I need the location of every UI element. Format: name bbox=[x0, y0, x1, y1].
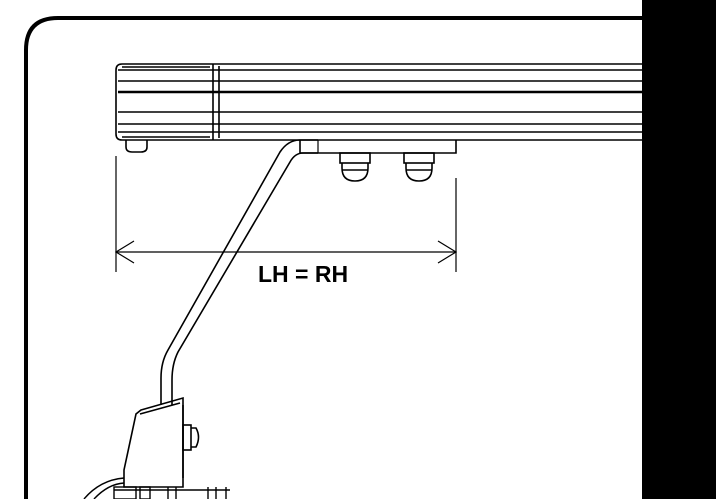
bolt-right bbox=[403, 152, 435, 182]
arrow-right bbox=[437, 240, 458, 264]
dimension-markings bbox=[114, 156, 458, 272]
support-arm bbox=[160, 139, 318, 405]
rail-profile bbox=[115, 63, 642, 141]
rail-end-foot bbox=[125, 140, 148, 153]
cable-clamp bbox=[83, 477, 230, 499]
arrow-left bbox=[114, 240, 135, 264]
bolt-left bbox=[339, 152, 371, 182]
mounting-plate bbox=[299, 140, 457, 154]
dimension-label: LH = RH bbox=[258, 261, 348, 287]
arm-bracket bbox=[123, 396, 200, 488]
side-tab bbox=[642, 0, 716, 499]
frame-border bbox=[24, 16, 642, 499]
